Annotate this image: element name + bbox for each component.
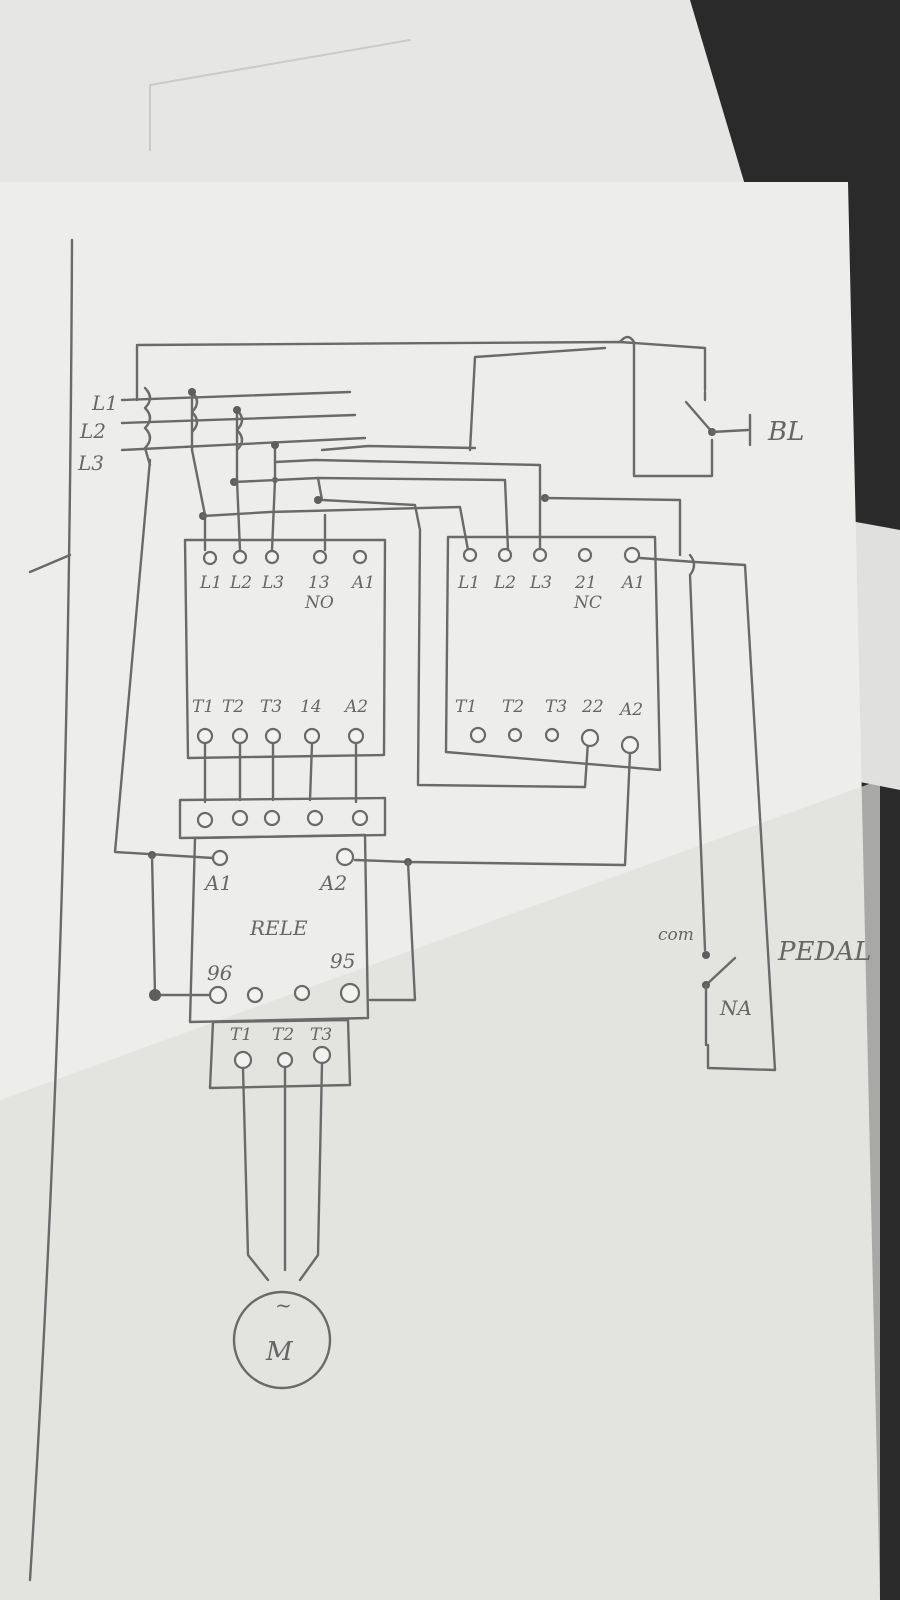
relay-title: RELE <box>249 916 308 940</box>
relay-coil-label-2: A2 <box>318 871 347 895</box>
c1-bottom-label-5: A2 <box>343 697 368 717</box>
l3-to-relay-a1-line <box>113 458 215 860</box>
c2-bottom-label-2: T2 <box>502 697 524 717</box>
label-l2: L2 <box>79 419 106 443</box>
motor-symbol <box>232 1290 332 1390</box>
relay-contact-label-95: 95 <box>330 949 355 973</box>
relay-output-label-1: T1 <box>230 1025 252 1045</box>
c2-bottom-label-5: A2 <box>618 700 643 720</box>
c1-top-label-1: L1 <box>199 573 222 593</box>
margin-line <box>28 238 74 1582</box>
pedal-com-label: com <box>658 925 694 945</box>
coil-a2-line <box>353 751 632 867</box>
back-paper-sheet <box>0 0 745 185</box>
motor-tilde: ~ <box>275 1293 292 1317</box>
c1-bottom-label-4: 14 <box>300 697 322 717</box>
c1-bottom-label-1: T1 <box>192 697 214 717</box>
pushbutton-bl <box>684 390 752 447</box>
c1-bottom-label-3: T3 <box>260 697 282 717</box>
contactor-2 <box>444 535 662 772</box>
c1-top-label-3: L3 <box>261 573 284 593</box>
label-bl: BL <box>767 417 804 447</box>
c1-top-sub-label: NO <box>304 593 334 613</box>
c1-top-label-5: A1 <box>350 573 375 593</box>
relay-95-link <box>368 860 417 1002</box>
c1-bottom-label-2: T2 <box>222 697 244 717</box>
c2-top-label-1: L1 <box>457 573 480 593</box>
c2-bottom-label-1: T1 <box>455 697 477 717</box>
motor-label: M <box>265 1337 294 1367</box>
relay-coil-label-1: A1 <box>203 871 232 895</box>
c2-top-label-3: L3 <box>529 573 552 593</box>
label-l1: L1 <box>91 391 118 415</box>
c2-top-label-2: L2 <box>493 573 516 593</box>
margin-tick <box>28 553 72 574</box>
relay-output-label-3: T3 <box>310 1025 332 1045</box>
button-return-line <box>618 335 714 478</box>
c1-top-label-2: L2 <box>229 573 252 593</box>
label-l3: L3 <box>77 451 104 475</box>
thermal-relay <box>188 833 370 1024</box>
pedal-return-line <box>638 556 777 1072</box>
relay-contact-label-96: 96 <box>207 961 233 985</box>
pedal-label: PEDAL <box>777 937 871 967</box>
contactor1-to-strip-wires <box>203 742 358 804</box>
relay-terminal-strip <box>178 796 387 840</box>
c2-top-sub-label: NC <box>573 593 602 613</box>
pedal-com-line <box>688 553 707 952</box>
pedal-na-label: NA <box>719 996 752 1020</box>
supply-lines <box>120 386 367 467</box>
pedal-switch <box>702 951 737 1047</box>
motor-leads <box>241 1061 324 1282</box>
relay-output-label-2: T2 <box>272 1025 294 1045</box>
back-sheet-faint-lines <box>149 39 411 151</box>
contactor2-feed-line <box>468 346 607 452</box>
c2-top-label-4: 21 <box>574 573 597 593</box>
c1-top-label-4: 13 <box>308 573 330 593</box>
phase-taps <box>188 388 682 789</box>
c2-top-label-5: A1 <box>620 573 645 593</box>
c2-bottom-label-3: T3 <box>545 697 567 717</box>
paper-shadow <box>0 780 880 1600</box>
c2-bottom-label-4: 22 <box>581 697 604 717</box>
